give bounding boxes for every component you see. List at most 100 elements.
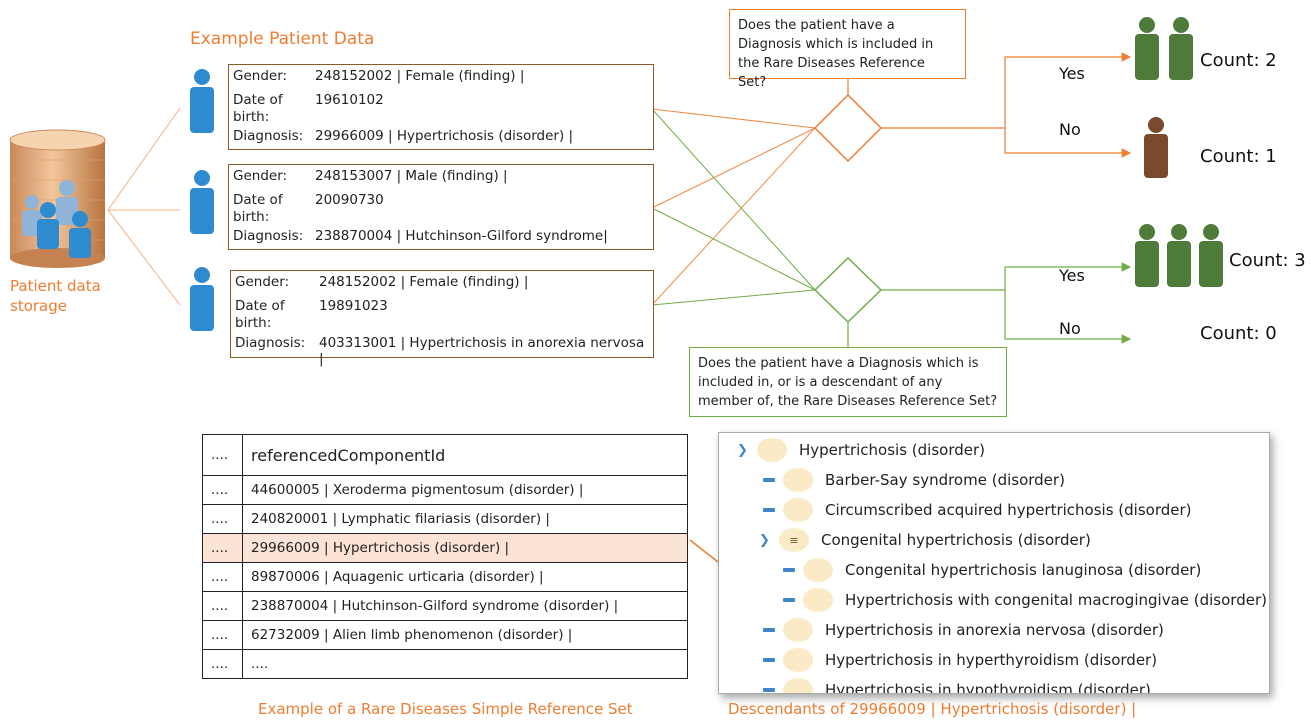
- dob-value: 19891023: [319, 298, 388, 314]
- dash-icon: [783, 568, 795, 572]
- chevron-down-icon[interactable]: ❯: [737, 442, 748, 458]
- concept-oval-icon: [783, 678, 813, 693]
- patient-card-1: Gender: 248152002 | Female (finding) | D…: [228, 64, 654, 150]
- gender-key: Gender:: [235, 274, 290, 290]
- concept-oval-icon: [783, 468, 813, 492]
- gender-value: 248152002 | Female (finding) |: [315, 68, 525, 84]
- gender-value: 248152002 | Female (finding) |: [319, 274, 529, 290]
- tree-node-label: Circumscribed acquired hypertrichosis (d…: [825, 501, 1192, 519]
- q1-count-yes: Count: 2: [1200, 50, 1277, 71]
- row-ellipsis: ....: [202, 649, 243, 679]
- dash-icon: [783, 598, 795, 602]
- dob-value: 20090730: [315, 192, 384, 208]
- row-ellipsis: ....: [202, 591, 243, 621]
- table-row: .... ....: [202, 649, 688, 679]
- concept-oval-icon: [803, 558, 833, 582]
- row-concept: 44600005 | Xeroderma pigmentosum (disord…: [242, 475, 688, 505]
- q2-count-no: Count: 0: [1200, 323, 1277, 344]
- q1-no-label: No: [1059, 120, 1081, 139]
- table-row: .... 62732009 | Alien limb phenomenon (d…: [202, 620, 688, 650]
- concept-oval-icon: [803, 588, 833, 612]
- diagnosis-value: 403313001 | Hypertrichosis in anorexia n…: [319, 335, 645, 367]
- diagnosis-key: Diagnosis:: [233, 228, 304, 244]
- patient-card-3: Gender: 248152002 | Female (finding) | D…: [230, 270, 654, 367]
- question-box-2: Does the patient have a Diagnosis which …: [689, 347, 1007, 417]
- storage-label-line2: storage: [10, 297, 67, 315]
- database-people-icons: [22, 180, 91, 258]
- dob-key-line2: birth:: [233, 209, 270, 225]
- table-row: .... 44600005 | Xeroderma pigmentosum (d…: [202, 475, 688, 505]
- tree-node[interactable]: Hypertrichosis in hypothyroidism (disord…: [763, 675, 1151, 694]
- table-row: .... 240820001 | Lymphatic filariasis (d…: [202, 504, 688, 534]
- tree-node[interactable]: Barber-Say syndrome (disorder): [763, 465, 1065, 495]
- tree-node-label: Congenital hypertrichosis lanuginosa (di…: [845, 561, 1202, 579]
- green-connectors: [651, 108, 816, 306]
- diagnosis-value: 29966009 | Hypertrichosis (disorder) |: [315, 128, 574, 144]
- q2-yes-label: Yes: [1059, 266, 1085, 285]
- row-concept: 240820001 | Lymphatic filariasis (disord…: [242, 504, 688, 534]
- tree-node-label: Hypertrichosis (disorder): [799, 441, 985, 459]
- chevron-down-icon[interactable]: ❯: [759, 532, 770, 548]
- table-row-highlighted: .... 29966009 | Hypertrichosis (disorder…: [202, 533, 688, 563]
- q1-arrows: [881, 52, 1132, 158]
- tree-node-label: Hypertrichosis with congenital macroging…: [845, 591, 1267, 609]
- outcome-figures-q2-yes: [1135, 224, 1223, 287]
- gender-key: Gender:: [233, 168, 288, 184]
- tree-node-label: Hypertrichosis in anorexia nervosa (diso…: [825, 621, 1164, 639]
- refset-table: .... referencedComponentId .... 44600005…: [202, 434, 688, 679]
- dob-value: 19610102: [315, 92, 384, 108]
- dash-icon: [763, 658, 775, 662]
- tree-node[interactable]: Congenital hypertrichosis lanuginosa (di…: [783, 555, 1201, 585]
- row-concept: 238870004 | Hutchinson-Gilford syndrome …: [242, 591, 688, 621]
- gender-value: 248153007 | Male (finding) |: [315, 168, 508, 184]
- q2-count-yes: Count: 3: [1229, 250, 1306, 271]
- tree-node[interactable]: Hypertrichosis in anorexia nervosa (diso…: [763, 615, 1164, 645]
- diagnosis-key: Diagnosis:: [235, 335, 306, 351]
- orange-connectors: [651, 108, 816, 306]
- concept-oval-icon: [783, 648, 813, 672]
- tree-node[interactable]: Hypertrichosis with congenital macroging…: [783, 585, 1267, 615]
- tree-node[interactable]: Hypertrichosis in hyperthyroidism (disor…: [763, 645, 1157, 675]
- dob-key-line1: Date of: [235, 298, 285, 314]
- q2-arrows: [881, 262, 1132, 344]
- row-concept: ....: [242, 649, 688, 679]
- tree-caption: Descendants of 29966009 | Hypertrichosis…: [728, 700, 1137, 718]
- row-ellipsis: ....: [202, 562, 243, 592]
- gender-key: Gender:: [233, 68, 288, 84]
- dob-key-line2: birth:: [233, 109, 270, 125]
- concept-lines-icon: ≡: [779, 528, 809, 552]
- tree-node-label: Hypertrichosis in hyperthyroidism (disor…: [825, 651, 1158, 669]
- dash-icon: [763, 628, 775, 632]
- dob-key-line1: Date of: [233, 92, 283, 108]
- refset-header-col2: referencedComponentId: [242, 434, 688, 476]
- patient-figures: [190, 69, 214, 331]
- tree-node-label: Congenital hypertrichosis (disorder): [821, 531, 1091, 549]
- q1-count-no: Count: 1: [1200, 146, 1277, 167]
- q1-yes-label: Yes: [1059, 64, 1085, 83]
- tree-node-label: Hypertrichosis in hypothyroidism (disord…: [825, 681, 1151, 694]
- refset-header-row: .... referencedComponentId: [202, 434, 688, 476]
- storage-label: Patient data storage: [10, 276, 101, 316]
- table-row: .... 89870006 | Aquagenic urticaria (dis…: [202, 562, 688, 592]
- decision-diamond-1: [813, 93, 883, 163]
- concept-oval-icon: [783, 498, 813, 522]
- refset-header-col1: ....: [202, 434, 243, 476]
- dash-icon: [763, 508, 775, 512]
- tree-node[interactable]: Circumscribed acquired hypertrichosis (d…: [763, 495, 1192, 525]
- patient-card-2: Gender: 248153007 | Male (finding) | Dat…: [228, 164, 654, 250]
- tree-node[interactable]: ❯ Hypertrichosis (disorder): [737, 435, 985, 465]
- dash-icon: [763, 688, 775, 692]
- example-patient-title: Example Patient Data: [190, 29, 375, 49]
- refset-caption: Example of a Rare Diseases Simple Refere…: [258, 700, 633, 718]
- row-ellipsis: ....: [202, 475, 243, 505]
- diagnosis-value: 238870004 | Hutchinson-Gilford syndrome|: [315, 228, 608, 244]
- hierarchy-tree-panel[interactable]: ❯ Hypertrichosis (disorder) Barber-Say s…: [718, 432, 1270, 694]
- tree-node-label: Barber-Say syndrome (disorder): [825, 471, 1065, 489]
- concept-oval-icon: [757, 438, 787, 462]
- diagnosis-key: Diagnosis:: [233, 128, 304, 144]
- q2-no-label: No: [1059, 319, 1081, 338]
- tree-node[interactable]: ❯ ≡ Congenital hypertrichosis (disorder): [759, 525, 1091, 555]
- row-ellipsis: ....: [202, 620, 243, 650]
- dob-key-line1: Date of: [233, 192, 283, 208]
